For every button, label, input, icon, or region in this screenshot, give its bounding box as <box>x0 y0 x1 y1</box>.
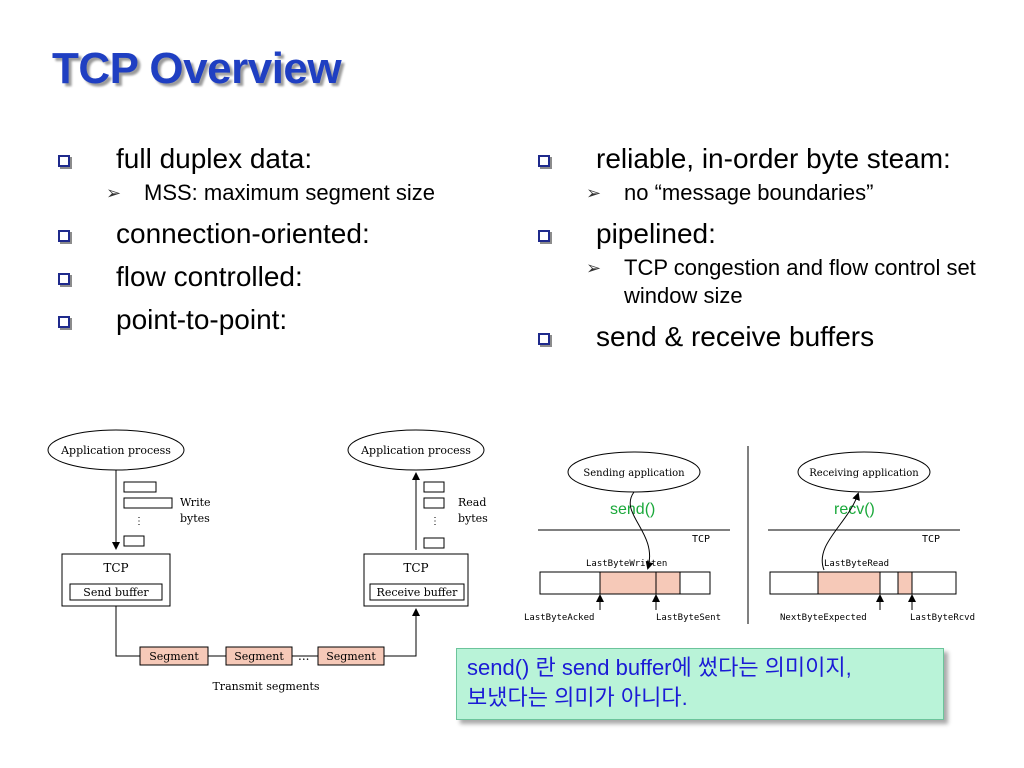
receiver-app-ellipse <box>347 429 485 471</box>
bullet-flow-controlled: flow controlled: <box>52 260 492 293</box>
sub-bullet-window-size: ➢ TCP congestion and flow control set wi… <box>586 255 976 308</box>
sender-tcp-label: TCP <box>103 561 128 575</box>
byte-block <box>123 481 157 493</box>
sender-app-label: Application process <box>60 444 171 457</box>
square-bullet-icon <box>538 230 550 242</box>
send-call-label: send() <box>610 501 655 518</box>
bullet-full-duplex: full duplex data: ➢ MSS: maximum segment… <box>52 142 492 207</box>
next-byte-expected-label: NextByteExpected <box>780 613 867 623</box>
byte-ellipsis: ⋮ <box>430 516 440 527</box>
segment-label: Segment <box>234 650 284 663</box>
arrow-bullet-icon: ➢ <box>586 183 602 203</box>
last-byte-acked-label: LastByteAcked <box>524 613 594 623</box>
square-bullet-icon <box>58 155 70 167</box>
bullet-send-receive-buffers: send & receive buffers <box>532 320 992 353</box>
transmit-caption: Transmit segments <box>212 680 319 693</box>
segment-label: Segment <box>326 650 376 663</box>
send-buffer-box <box>69 583 163 601</box>
receive-buffer-fill <box>817 571 881 595</box>
receiving-app-ellipse <box>797 451 931 493</box>
last-byte-written-label: LastByteWritten <box>586 559 667 569</box>
square-bullet-icon <box>538 155 550 167</box>
buffer-pointer-diagram: Sending application send() TCP LastByteW… <box>524 446 975 624</box>
bullet-pipelined: pipelined: ➢ TCP congestion and flow con… <box>532 217 992 310</box>
last-byte-sent-label: LastByteSent <box>656 613 721 623</box>
segment-label: Segment <box>149 650 199 663</box>
send-buffer-fill <box>599 571 681 595</box>
receive-buffer-box <box>369 583 465 601</box>
byte-ellipsis: ⋮ <box>134 516 144 527</box>
byte-block <box>423 497 445 509</box>
sender-tcp-label: TCP <box>692 534 710 545</box>
segment-ellipsis: ... <box>298 649 309 663</box>
receiver-tcp-label: TCP <box>922 534 940 545</box>
bullet-reliable: reliable, in-order byte steam: ➢ no “mes… <box>532 142 992 207</box>
bullet-connection-oriented: connection-oriented: <box>52 217 492 250</box>
square-bullet-icon <box>538 333 550 345</box>
send-buffer-label: Send buffer <box>83 586 149 599</box>
square-bullet-icon <box>58 230 70 242</box>
receiver-app-label: Application process <box>360 444 471 457</box>
segment-box <box>225 646 293 666</box>
note-line-1: send() 란 send buffer에 썼다는 의미이지, <box>467 655 852 680</box>
right-bullet-column: reliable, in-order byte steam: ➢ no “mes… <box>532 142 992 363</box>
korean-note-box: send() 란 send buffer에 썼다는 의미이지, 보냈다는 의미가… <box>456 648 944 720</box>
receiver-tcp-label: TCP <box>403 561 428 575</box>
slide-title: TCP Overview <box>52 44 342 93</box>
recv-call-label: recv() <box>834 501 875 518</box>
note-line-2: 보냈다는 의미가 아니다. <box>467 685 688 710</box>
left-bullet-column: full duplex data: ➢ MSS: maximum segment… <box>52 142 492 346</box>
receive-buffer-fill <box>897 571 913 595</box>
last-byte-rcvd-label: LastByteRcvd <box>910 613 975 623</box>
sub-bullet-mss: ➢ MSS: maximum segment size <box>106 180 435 205</box>
arrow-bullet-icon: ➢ <box>586 258 602 278</box>
sub-bullet-no-boundaries: ➢ no “message boundaries” <box>586 180 874 205</box>
write-bytes-label: Write <box>180 496 211 509</box>
receiving-app-label: Receiving application <box>809 468 919 479</box>
segment-box <box>317 646 385 666</box>
last-byte-read-label: LastByteRead <box>824 559 889 569</box>
byte-block <box>423 481 445 493</box>
square-bullet-icon <box>58 273 70 285</box>
receive-buffer-label: Receive buffer <box>377 586 459 599</box>
segment-box <box>139 646 209 666</box>
byte-block <box>423 537 445 549</box>
write-bytes-label: bytes <box>180 512 210 525</box>
arrow-bullet-icon: ➢ <box>106 183 122 203</box>
recv-arrow <box>821 492 860 571</box>
send-arrow <box>629 491 654 570</box>
read-bytes-label: bytes <box>458 512 488 525</box>
square-bullet-icon <box>58 316 70 328</box>
byte-block <box>123 497 173 509</box>
byte-block <box>123 535 145 547</box>
sending-app-label: Sending application <box>583 468 685 479</box>
buffer-diagram: Application process Application process … <box>47 429 488 693</box>
read-bytes-label: Read <box>458 496 486 509</box>
bullet-point-to-point: point-to-point: <box>52 303 492 336</box>
